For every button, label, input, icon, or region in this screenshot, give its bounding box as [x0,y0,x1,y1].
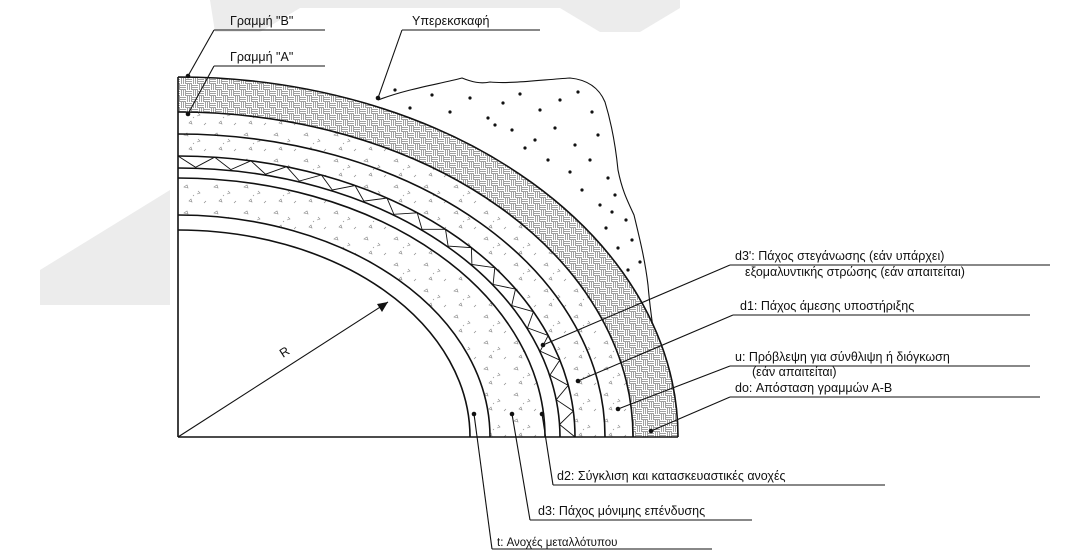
ring-arcs [177,76,679,438]
label-t: t: Ανοχές μεταλλότυπου [497,537,617,549]
label-line-b: Γραμμή "Β" [230,14,293,28]
band-do [178,77,678,437]
label-u-line1: u: Πρόβλεψη για σύνθλιψη ή διόγκωση [735,350,950,364]
leaders [185,29,1050,550]
radius-label: R [277,344,292,361]
label-d3p-line2: εξομαλυντικής στρώσης (εάν απαιτείται) [745,265,965,279]
radius-indicator: R [177,301,389,438]
label-d3p-line1: d3': Πάχος στεγάνωσης (εάν υπάρχει) [735,249,944,263]
labels: Γραμμή "Β" Γραμμή "Α" Υπερεκσκαφή d3': Π… [230,14,965,549]
band-d3 [178,178,545,437]
band-u [178,134,605,437]
label-d3: d3: Πάχος μόνιμης επένδυσης [538,504,705,518]
ring-bands [178,77,678,437]
label-d1: d1: Πάχος άμεσης υποστήριξης [740,299,914,313]
label-overbreak: Υπερεκσκαφή [412,14,489,28]
label-line-a: Γραμμή "Α" [230,50,293,64]
label-u-line2: (εάν απαιτείται) [752,365,837,379]
band-d1 [178,112,633,437]
label-do: do: Απόσταση γραμμών Α-Β [735,381,892,395]
overbreak-zone [377,77,673,411]
watermark [40,0,680,305]
axes [177,77,678,438]
label-d2: d2: Σύγκλιση και κατασκευαστικές ανοχές [557,469,786,483]
